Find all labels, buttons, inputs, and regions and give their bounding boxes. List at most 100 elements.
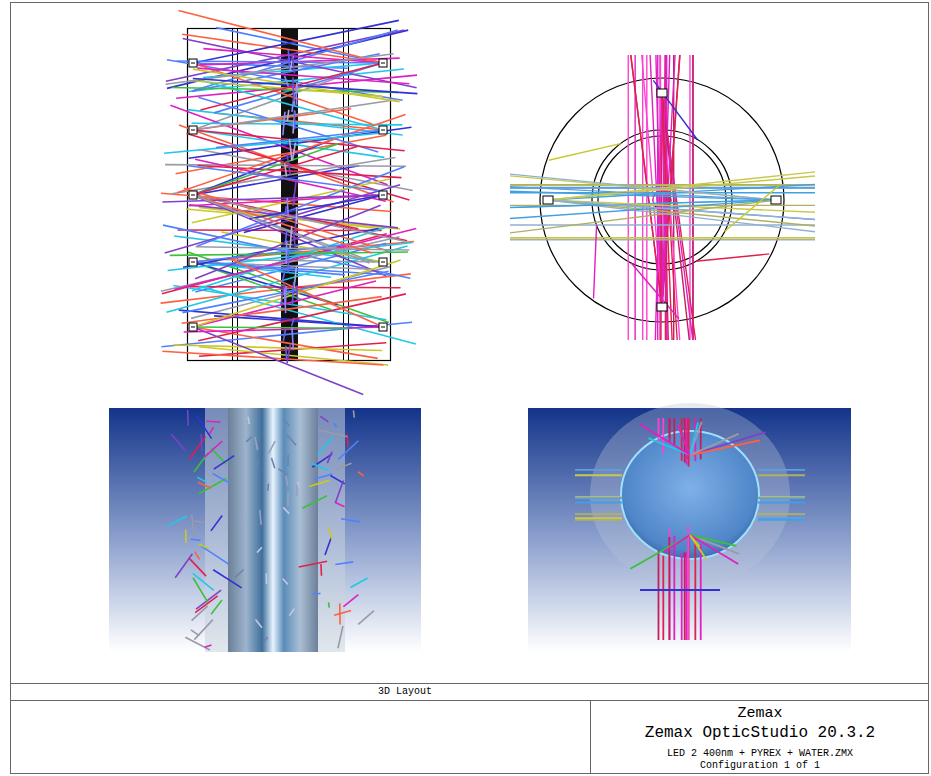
ray (216, 130, 383, 147)
top-view (510, 55, 815, 340)
led-symbol (379, 126, 387, 134)
tube-wall (232, 28, 233, 360)
software-version: Zemax OpticStudio 20.3.2 (645, 725, 875, 743)
ray (725, 184, 781, 231)
label-holder: Configuration 1 of 1 (700, 760, 820, 771)
render-background (109, 408, 421, 652)
ray (186, 133, 409, 199)
ray (168, 516, 187, 525)
led-mark (191, 262, 195, 263)
ray (681, 553, 683, 640)
ray (335, 503, 344, 507)
ray (334, 611, 351, 616)
ray (201, 63, 383, 110)
ray (240, 512, 242, 522)
ray (318, 436, 334, 454)
ray (193, 573, 214, 590)
ray (175, 554, 192, 578)
ray (193, 195, 405, 241)
ray (193, 195, 370, 263)
ray (690, 535, 736, 546)
ray (193, 147, 357, 195)
frame-line (590, 700, 591, 774)
tube-wall (348, 28, 349, 360)
ray (200, 80, 383, 130)
ray (193, 578, 208, 603)
ray (630, 535, 690, 569)
ray (681, 418, 683, 461)
ray (575, 502, 622, 504)
ray (193, 327, 348, 328)
ray (205, 441, 223, 457)
ray (195, 596, 217, 613)
ray (184, 327, 383, 332)
led-symbol (189, 126, 197, 134)
ray (575, 469, 622, 471)
ray (758, 497, 805, 499)
render-background (528, 408, 851, 652)
ray (338, 441, 358, 460)
ray (758, 502, 805, 504)
side-view (161, 11, 418, 395)
ray (211, 600, 222, 614)
outer-tube (205, 408, 345, 652)
ray (189, 127, 412, 158)
ray (267, 484, 269, 491)
ray (196, 590, 221, 609)
ray (575, 496, 622, 498)
led-symbol (379, 59, 387, 67)
ray (192, 515, 194, 534)
ray (295, 87, 297, 105)
ray (686, 418, 688, 465)
ray (690, 422, 698, 455)
ray (341, 519, 360, 522)
ray (285, 76, 289, 87)
led-box (379, 191, 387, 199)
ray (285, 163, 287, 176)
file-name: LED 2 400nm + PYREX + WATER.ZMX (667, 748, 853, 759)
ray (192, 606, 208, 621)
ray (642, 55, 643, 340)
tube-disc (621, 431, 759, 559)
ray (694, 536, 696, 640)
ray (510, 239, 815, 240)
label-holder: 3D Layout (378, 686, 432, 697)
led-symbol (189, 258, 197, 266)
ray (256, 460, 258, 466)
led-symbol (657, 303, 667, 311)
ray (177, 61, 383, 63)
ray (269, 441, 275, 453)
ray (296, 207, 298, 224)
ray (309, 480, 329, 486)
ray (287, 250, 289, 272)
ray (282, 271, 284, 282)
ray (249, 195, 383, 219)
led-box (189, 323, 197, 331)
ray (575, 497, 622, 499)
ray (290, 139, 292, 161)
ray (758, 474, 805, 476)
ray (193, 79, 418, 94)
ray (335, 562, 353, 565)
ray (292, 56, 294, 74)
ray (758, 519, 805, 521)
ray (292, 282, 293, 306)
ray (292, 318, 295, 327)
ray (315, 474, 333, 479)
ray (686, 552, 688, 640)
ray (294, 266, 297, 288)
ray (296, 485, 298, 496)
ray (197, 477, 206, 482)
ray (179, 11, 383, 63)
ray (286, 476, 288, 486)
ray (286, 198, 288, 215)
ray (662, 418, 664, 453)
ray (648, 438, 690, 455)
ray (266, 573, 268, 584)
ray (313, 593, 321, 595)
ray (287, 110, 288, 122)
ray (214, 456, 234, 470)
ray (325, 537, 331, 555)
led-mark (191, 130, 195, 131)
led-symbol (543, 196, 553, 204)
